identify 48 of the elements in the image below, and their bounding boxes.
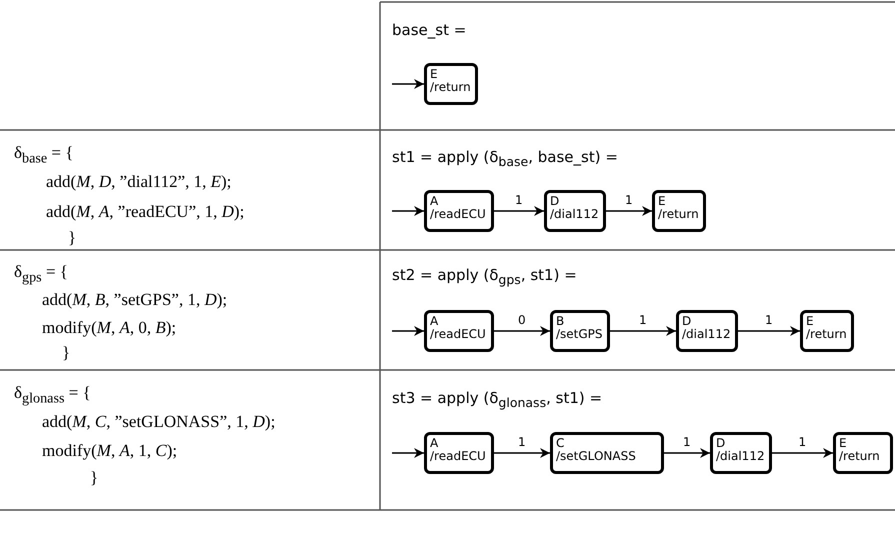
edge-label: 1 — [638, 314, 648, 327]
arrow — [664, 448, 710, 458]
arrow — [772, 448, 833, 458]
arrow — [610, 326, 676, 336]
code-line: } — [68, 228, 76, 248]
code-line: δ$_{base}$ = { — [14, 143, 74, 168]
arrow — [738, 326, 800, 336]
state-box: C /setGLONASS — [550, 432, 664, 474]
arrow — [494, 326, 550, 336]
edge-label: 1 — [624, 194, 634, 207]
edge-label: 1 — [764, 314, 774, 327]
state-box: E /return — [800, 310, 854, 352]
arrow — [606, 206, 652, 216]
state-box: B /setGPS — [550, 310, 610, 352]
code-line: } — [90, 468, 98, 488]
arrow — [494, 448, 550, 458]
code-line: } — [62, 343, 70, 363]
code-line: add(M, C, ”setGLONASS”, 1, D); — [42, 412, 276, 432]
state-box: A /readECU — [424, 310, 494, 352]
edge-label: 0 — [517, 314, 527, 327]
code-line: add(M, B, ”setGPS”, 1, D); — [42, 290, 228, 310]
state-box: D /dial112 — [544, 190, 606, 232]
edge-label: 1 — [682, 436, 692, 449]
arrow — [392, 326, 424, 336]
arrow — [392, 448, 424, 458]
arrow — [494, 206, 544, 216]
arrow — [392, 206, 424, 216]
code-line: δ$_{glonass}$ = { — [14, 383, 91, 408]
edge-label: 1 — [517, 436, 527, 449]
code-line: modify(M, A, 0, B); — [42, 318, 176, 338]
code-line: st3 = apply (δ$_{glonass}$, st1) = — [392, 388, 602, 412]
state-box: E /return — [833, 432, 893, 474]
state-box: D /dial112 — [676, 310, 738, 352]
code-line: st1 = apply (δ$_{base}$, base_st) = — [392, 147, 618, 171]
arrow — [392, 79, 424, 89]
code-line: modify(M, A, 1, C); — [42, 441, 178, 461]
code-line: base_st = — [392, 20, 466, 40]
state-box: A /readECU — [424, 432, 494, 474]
state-box: A /readECU — [424, 190, 494, 232]
code-line: st2 = apply (δ$_{gps}$, st1) = — [392, 265, 577, 289]
code-line: add(M, A, ”readECU”, 1, D); — [46, 202, 244, 222]
code-line: δ$_{gps}$ = { — [14, 262, 68, 288]
state-box: E /return — [424, 63, 478, 105]
edge-label: 1 — [798, 436, 808, 449]
state-box: E /return — [652, 190, 706, 232]
state-box: D /dial112 — [710, 432, 772, 474]
edge-label: 1 — [514, 194, 524, 207]
code-line: add(M, D, ”dial112”, 1, E); — [46, 172, 232, 192]
